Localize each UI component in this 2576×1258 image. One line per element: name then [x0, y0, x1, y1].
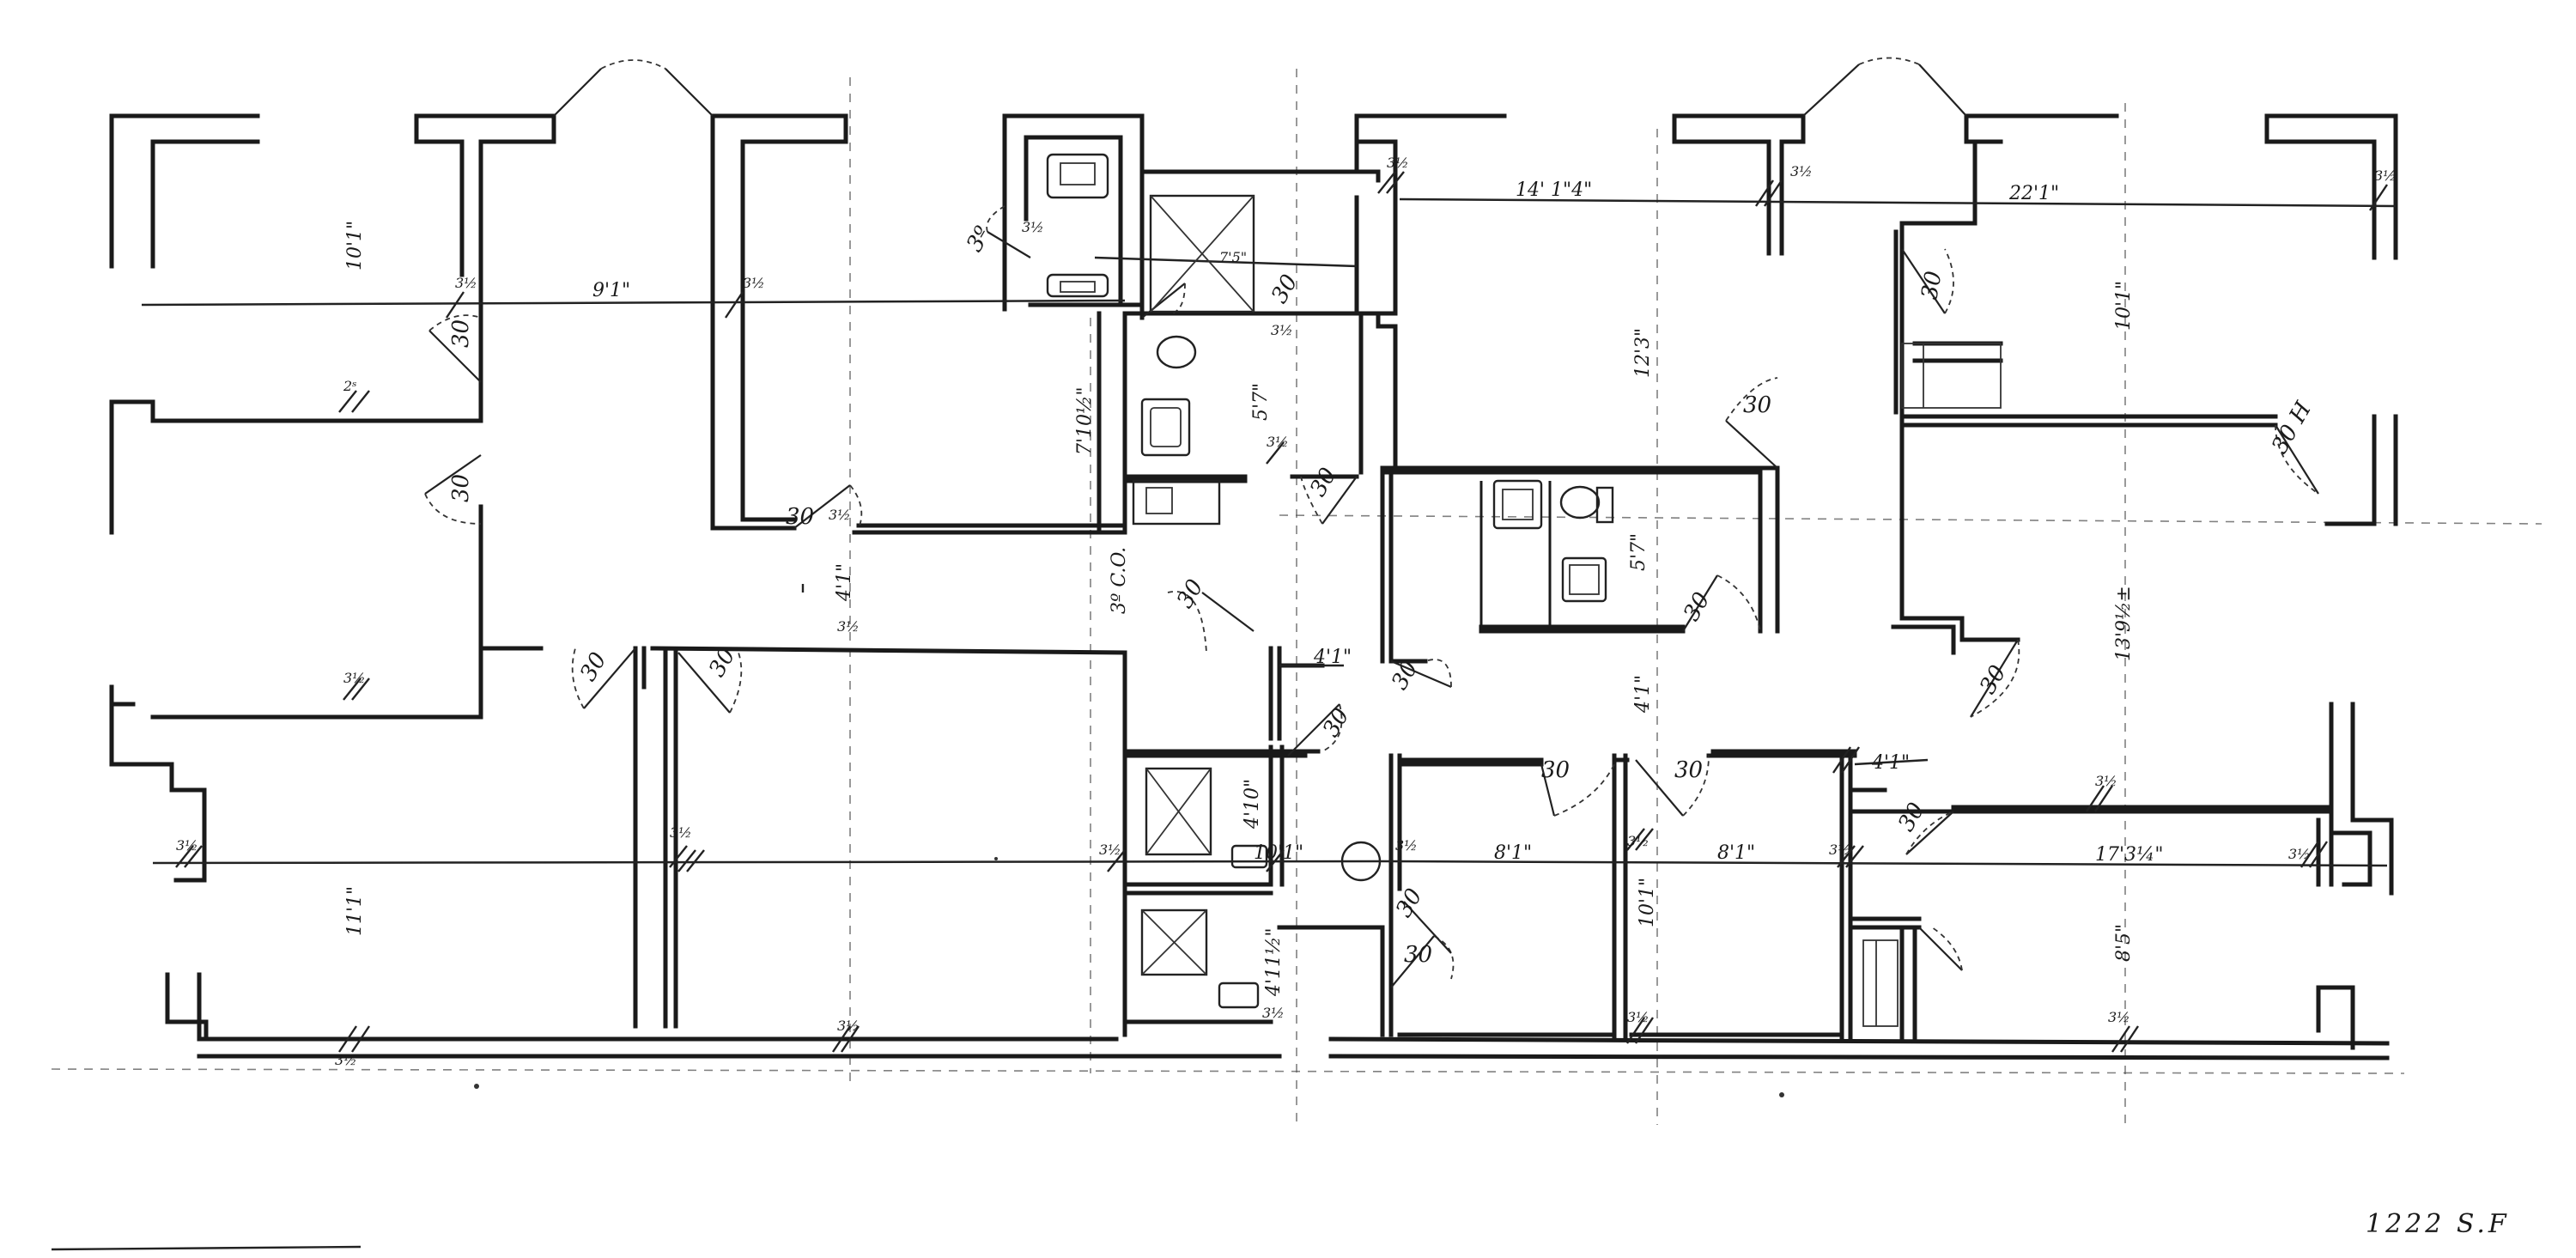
door-label-19: 30	[1391, 884, 1428, 922]
door-label-21: 3º	[962, 222, 996, 257]
door-label-11: 30	[1404, 942, 1432, 968]
dim-th-5: 3½	[343, 670, 366, 686]
door-label-4: 30	[575, 648, 612, 686]
dim-th-4: 3½	[837, 618, 860, 635]
door-label-10: 30	[1318, 704, 1355, 742]
dim-4-1-c: 4'1"	[1632, 675, 1654, 714]
dim-12-3: 12'3"	[1632, 328, 1654, 378]
dim-th-24: 3½	[1267, 434, 1289, 450]
dimension-labels: 10'1" 9'1" 7'5" 14' 1"4" 22'1" 10'1" 12'…	[176, 155, 2397, 1068]
dim-4-11: 4'11½"	[1263, 928, 1285, 997]
dim-th-1: 3½	[455, 275, 477, 291]
dim-th-11: 3½	[1829, 842, 1851, 858]
dim-pw: 2ˢ	[343, 378, 357, 394]
dim-7-10-half: 7'10½"	[1074, 387, 1096, 455]
dim-th-8: 3½	[1099, 842, 1121, 858]
dim-7-5: 7'5"	[1219, 249, 1247, 265]
dim-th-23: 3½	[1271, 322, 1293, 338]
door-label-20: 30 H	[2267, 397, 2318, 459]
dim-th-16: 3½	[1262, 1005, 1285, 1021]
dim-8-1-b: 8'1"	[1717, 842, 1755, 864]
dim-th-20: 3½	[1790, 163, 1813, 179]
dim-10-1-mid: 10'1"	[1254, 842, 1303, 864]
dim-5-7-a: 5'7"	[1250, 383, 1272, 421]
guide-lines	[51, 69, 2543, 1125]
dim-4-10: 4'10"	[1242, 779, 1263, 830]
dim-th-12: 3½	[2095, 773, 2117, 789]
dim-4-1-d: 4'1"	[1871, 752, 1910, 774]
dim-14-1-4: 14' 1"4"	[1516, 179, 1592, 201]
area-label: 1222 S.F	[2366, 1209, 2510, 1239]
door-label-14: 30	[1679, 588, 1716, 626]
door-label-6: 30	[1172, 575, 1209, 613]
doors	[424, 57, 2319, 988]
door-label-17: 30	[1975, 661, 2012, 699]
misc-marks	[51, 584, 1784, 1251]
dim-th-22: 3½	[1022, 219, 1044, 235]
door-label-7: 30	[1305, 464, 1342, 501]
door-label-3: 30	[786, 504, 814, 530]
dim-10-1-top: 10'1"	[344, 221, 366, 270]
door-label-8: 30	[1267, 270, 1303, 308]
dim-th-14: 3½	[2108, 1009, 2130, 1025]
dim-th-19: 3½	[1387, 155, 1409, 171]
door-label-1: 30	[448, 319, 474, 348]
dimension-ticks	[175, 171, 2388, 1053]
door-label-16: 30	[1917, 269, 1947, 301]
dim-th-9: 3½	[1395, 837, 1418, 854]
dim-22-1: 22'1"	[2008, 183, 2059, 204]
door-label-2: 30	[448, 474, 474, 502]
dim-co: 3º C.O.	[1109, 547, 1130, 614]
dim-9-1: 9'1"	[592, 280, 630, 301]
dim-th-21: 3½	[2374, 167, 2397, 184]
dim-th-15: 3½	[1627, 1009, 1649, 1025]
dimension-lines	[141, 198, 2397, 867]
dim-13-9: 13'9½±	[2113, 586, 2135, 661]
dim-10-1-low: 10'1"	[1637, 878, 1658, 927]
dim-th-2: 3½	[743, 275, 765, 291]
dim-th-7: 3½	[670, 824, 692, 841]
dim-4-1-a: 4'1"	[834, 563, 855, 602]
dim-8-5: 8'5"	[2113, 924, 2135, 962]
dim-th-13: 3½	[2288, 846, 2311, 862]
dim-th-17: 3½	[837, 1018, 860, 1034]
dim-11-1: 11'1"	[344, 886, 366, 936]
door-label-12: 30	[1541, 757, 1570, 783]
dim-17-3: 17'3¼"	[2095, 844, 2163, 866]
dim-th-6: 3½	[176, 837, 198, 854]
dim-th-18: 3½	[335, 1052, 357, 1068]
dim-th-3: 3½	[829, 507, 851, 523]
dim-th-10: 3½	[1627, 833, 1649, 849]
dim-10-1-right: 10'1"	[2113, 281, 2135, 331]
fixtures	[1046, 153, 2002, 1027]
door-label-13: 30	[1674, 757, 1703, 783]
door-label-15: 30	[1743, 392, 1771, 418]
dim-5-7-b: 5'7"	[1628, 533, 1649, 571]
dim-8-1-a: 8'1"	[1494, 842, 1532, 864]
dim-4-1-b: 4'1"	[1313, 647, 1352, 668]
